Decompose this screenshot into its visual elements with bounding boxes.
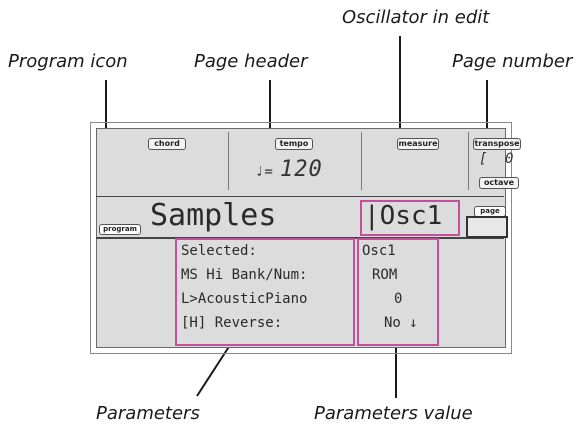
tempo-cell — [229, 132, 362, 190]
transpose-value: 0 — [505, 151, 515, 167]
chord-cell — [97, 132, 229, 190]
callout-page-header: Page header — [194, 51, 308, 72]
param-label-selected: Selected: — [181, 243, 257, 259]
page-title: Samples — [150, 198, 277, 233]
tempo-label: tempo — [275, 138, 313, 150]
oscillator-highlight — [360, 200, 460, 236]
measure-cell — [362, 132, 469, 190]
transpose-sign: [ — [479, 151, 489, 167]
program-icon: program — [99, 224, 141, 235]
display-bezel — [90, 122, 512, 354]
parameters-value-highlight — [357, 238, 439, 346]
param-value-ms-hi-bank[interactable]: ROM — [372, 267, 398, 283]
callout-parameters: Parameters — [96, 403, 200, 424]
param-label-reverse: [H] Reverse: — [181, 315, 283, 331]
measure-label: measure — [397, 138, 439, 150]
transpose-label: transpose — [473, 138, 521, 150]
callout-program-icon: Program icon — [8, 51, 128, 72]
param-value-multisample[interactable]: 0 — [394, 291, 403, 307]
callout-parameters-value: Parameters value — [314, 403, 473, 424]
page-number-box — [466, 216, 508, 238]
param-label-multisample: L>AcousticPiano — [181, 291, 308, 307]
param-value-selected[interactable]: Osc1 — [362, 243, 396, 259]
callout-oscillator-in-edit: Oscillator in edit — [342, 7, 490, 28]
oscillator-in-edit: |Osc1 — [364, 201, 443, 231]
octave-label: octave — [479, 177, 519, 189]
param-value-reverse[interactable]: No ↓ — [384, 315, 418, 331]
callout-page-number: Page number — [452, 51, 573, 72]
param-label-ms-hi-bank: MS Hi Bank/Num: — [181, 267, 308, 283]
chord-label: chord — [148, 138, 186, 150]
parameters-highlight — [175, 238, 355, 346]
quarter-note-icon: ♩= — [255, 164, 274, 180]
tempo-value: 120 — [280, 157, 323, 182]
